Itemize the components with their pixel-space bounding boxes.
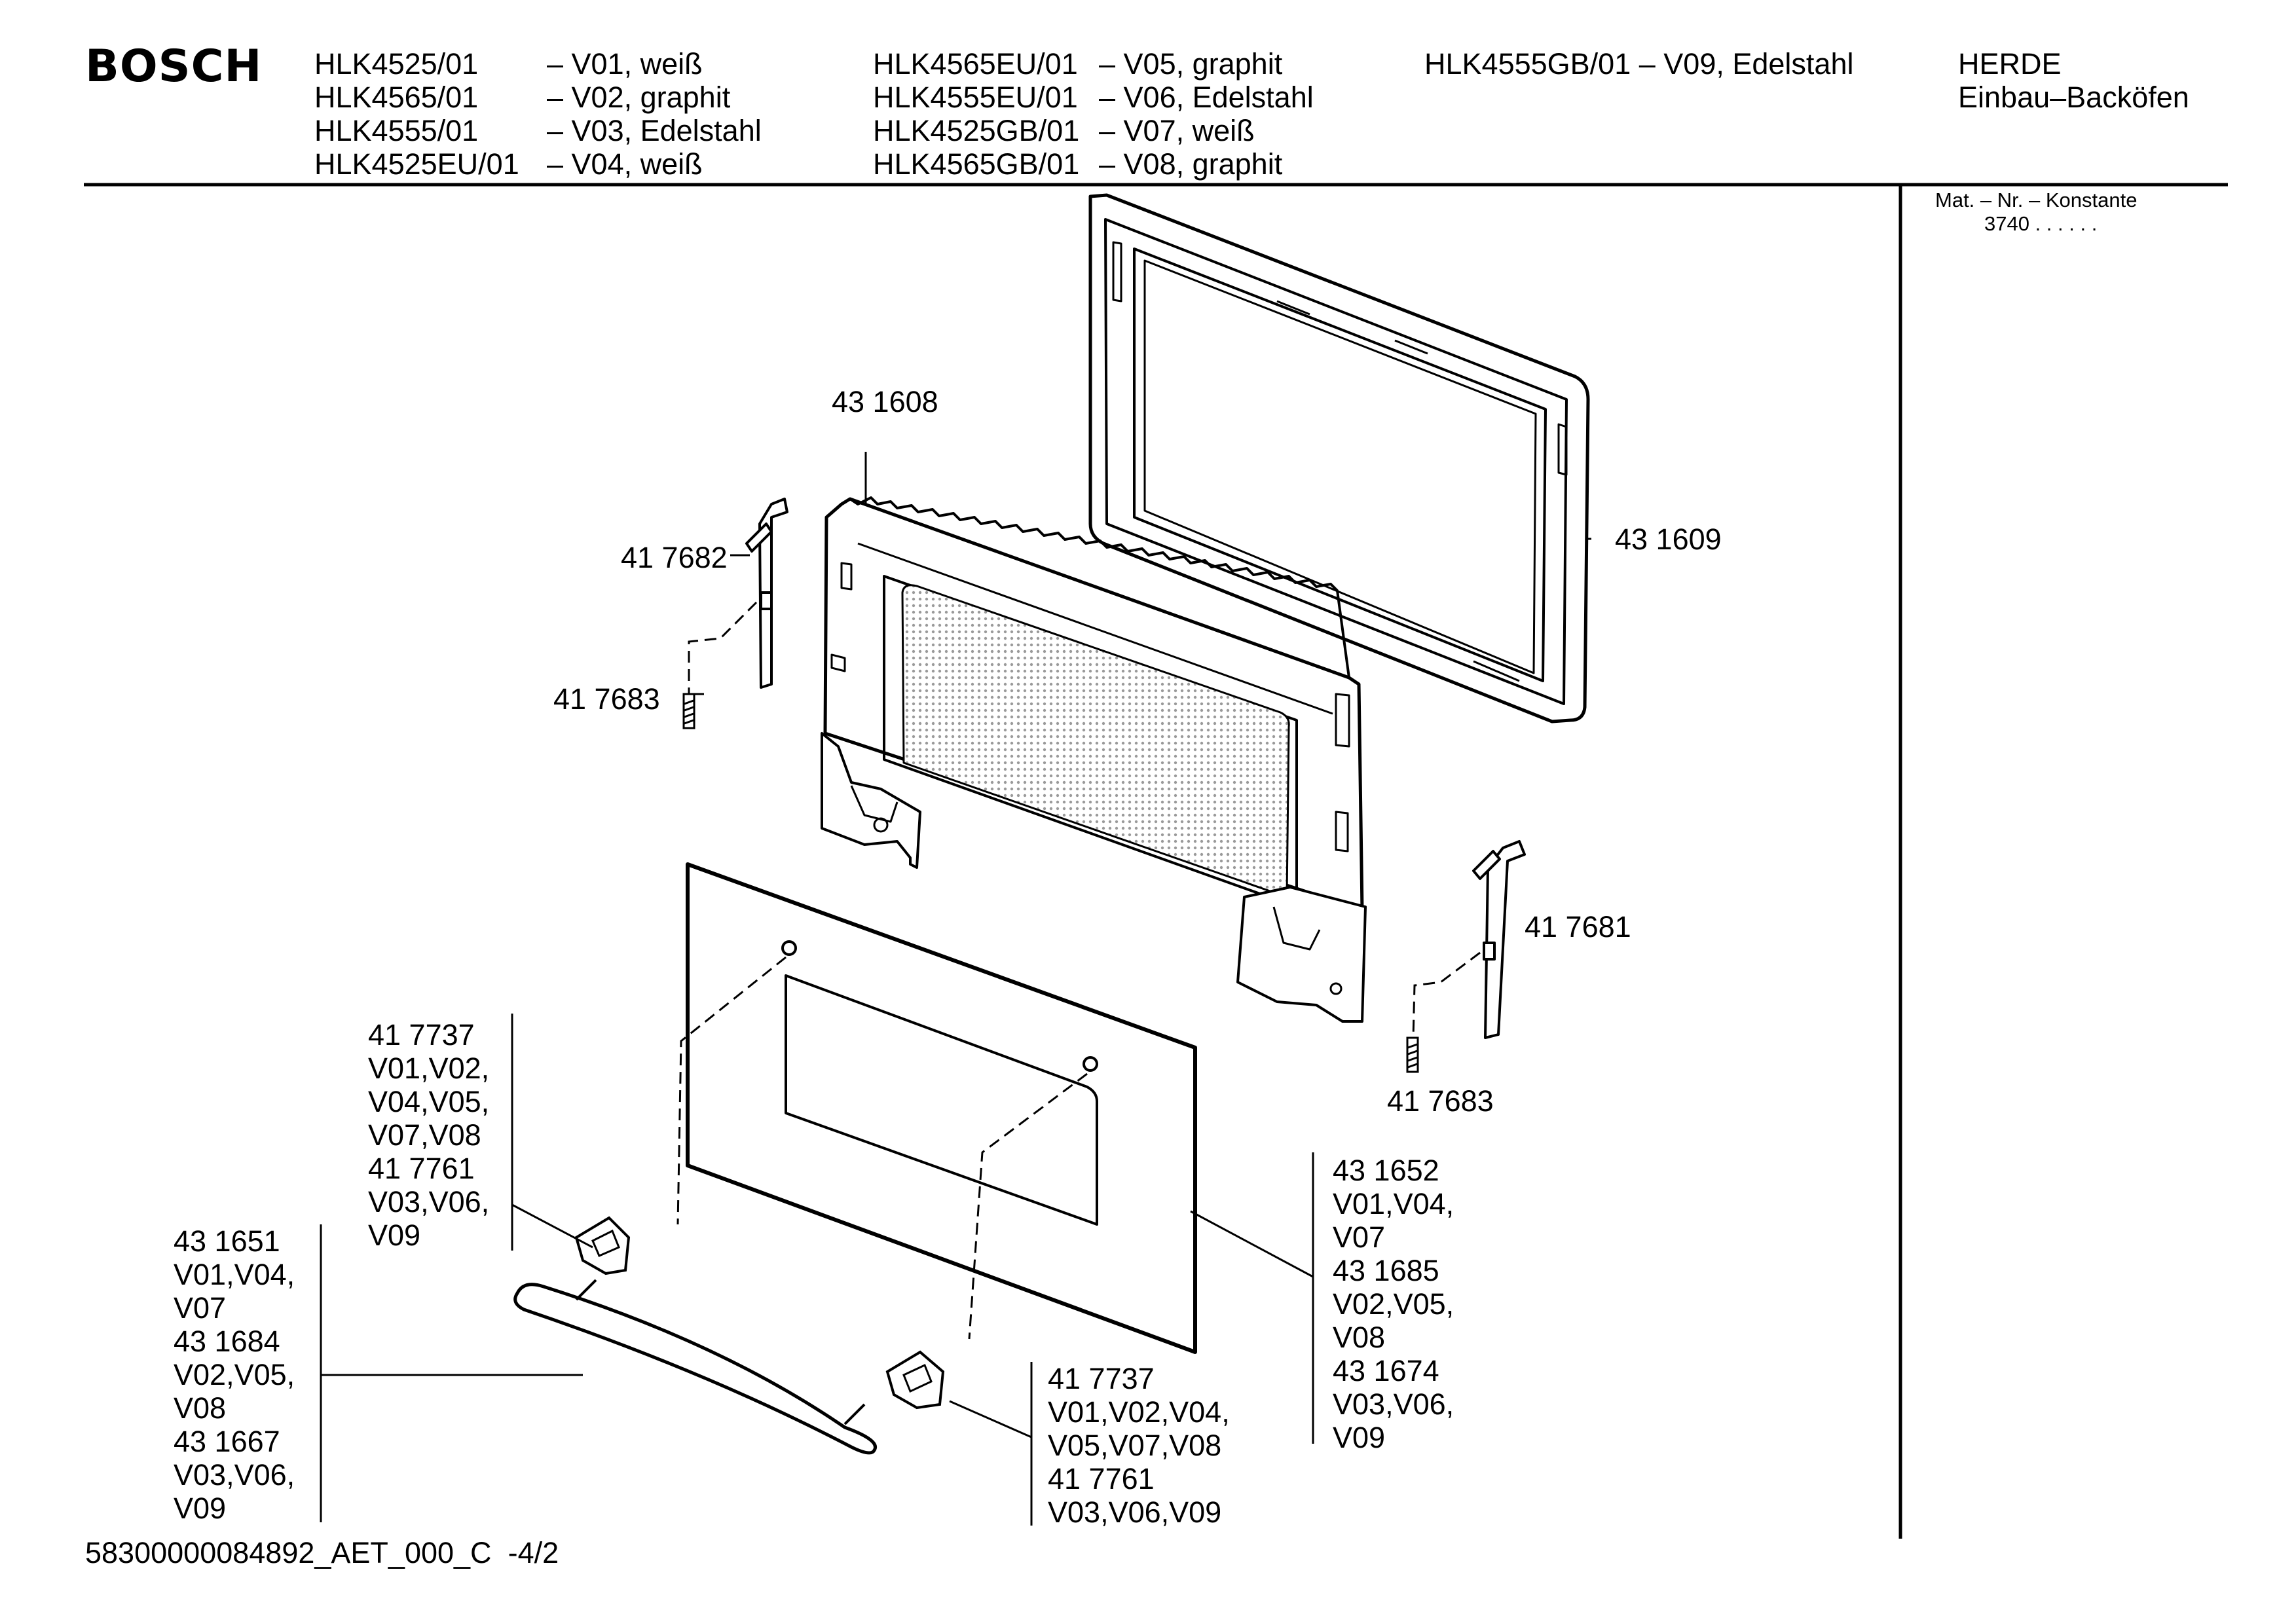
variant-codes: V08 (1333, 1321, 1386, 1354)
variant-codes: V03,V06, (174, 1458, 295, 1492)
category-block: HERDE Einbau–Backöfen (1958, 47, 2189, 114)
part-label-right-spring: 41 7683 (1387, 1084, 1494, 1118)
handle-cap-right-part (885, 1350, 945, 1410)
leader-dashed (1412, 951, 1481, 1038)
variant-label: – V01, weiß (547, 47, 703, 81)
variant-codes: V09 (1333, 1421, 1386, 1454)
right-hinge-part (1472, 840, 1526, 1039)
part-label-left-spring: 41 7683 (553, 682, 660, 716)
doc-id: 58300000084892_AET_000_C (85, 1536, 492, 1569)
variant-list-col2: – V05, graphit – V06, Edelstahl – V07, w… (1099, 47, 1314, 181)
model-code: HLK4525GB/01 (873, 114, 1080, 147)
model-code: HLK4525EU/01 (314, 147, 519, 181)
part-number: 43 1652 (1333, 1154, 1439, 1187)
variant-label: – V02, graphit (547, 81, 731, 114)
part-number: 43 1684 (174, 1325, 280, 1358)
page-number: -4/2 (508, 1536, 559, 1569)
part-label-inner-panel: 43 1608 (832, 385, 938, 418)
model-code: HLK4555EU/01 (873, 81, 1078, 114)
model-code: HLK4555/01 (314, 114, 479, 147)
variant-codes: V01,V02,V04, (1048, 1395, 1230, 1429)
variant-label: – V08, graphit (1099, 147, 1283, 181)
part-number: 41 7737 (368, 1018, 475, 1052)
variant-codes: V03,V06, (368, 1185, 490, 1218)
variant-codes: V05,V07,V08 (1048, 1429, 1222, 1462)
variant-codes: V01,V04, (174, 1258, 295, 1291)
variant-label: – V03, Edelstahl (547, 114, 762, 147)
part-label-cap-right: 41 7737 V01,V02,V04, V05,V07,V08 41 7761… (1048, 1362, 1230, 1529)
glass-panel-part (686, 862, 1197, 1354)
mat-nr-value: 3740 . . . . . . (1984, 212, 2098, 235)
handle-cap-left-part (574, 1216, 631, 1275)
model-code: HLK4565GB/01 (873, 147, 1080, 181)
right-spring-part (1406, 1036, 1419, 1073)
variant-codes: V04,V05, (368, 1085, 490, 1118)
model-code: HLK4555GB/01 (1424, 47, 1631, 81)
part-label-glass: 43 1652 V01,V04, V07 43 1685 V02,V05, V0… (1333, 1154, 1454, 1454)
inner-panel-part (821, 496, 1367, 1023)
variant-codes: V02,V05, (174, 1358, 295, 1391)
mat-nr-label: Mat. – Nr. – Konstante (1935, 189, 2138, 211)
left-spring-part (682, 693, 695, 729)
part-label-left-hinge: 41 7682 (621, 541, 728, 574)
variant-list-col1: – V01, weiß – V02, graphit – V03, Edelst… (547, 47, 762, 181)
part-number: 41 7737 (1048, 1362, 1155, 1395)
part-number: 41 7761 (368, 1152, 475, 1185)
variant-codes: V02,V05, (1333, 1287, 1454, 1321)
model-list-col3: HLK4555GB/01 – V09, Edelstahl (1424, 47, 1853, 81)
model-list-col1: HLK4525/01 HLK4565/01 HLK4555/01 HLK4525… (314, 47, 519, 181)
variant-label: – V09, Edelstahl (1639, 47, 1854, 81)
leader-dashed (676, 956, 787, 1225)
variant-codes: V07 (1333, 1220, 1386, 1254)
part-number: 43 1651 (174, 1224, 280, 1258)
brand-logo: BOSCH (85, 41, 263, 92)
category-title: HERDE (1958, 47, 2062, 81)
door-handle-part (513, 1279, 877, 1455)
variant-label: – V04, weiß (547, 147, 703, 181)
variant-codes: V07,V08 (368, 1118, 481, 1152)
variant-codes: V09 (174, 1492, 227, 1525)
variant-label: – V06, Edelstahl (1099, 81, 1314, 114)
model-code: HLK4565/01 (314, 81, 479, 114)
variant-codes: V03,V06,V09 (1048, 1495, 1222, 1529)
door-frame-part (1088, 193, 1590, 724)
leader-dashed (688, 601, 758, 694)
subcategory-title: Einbau–Backöfen (1958, 81, 2189, 114)
leader-dashed (968, 1072, 1088, 1340)
part-number: 43 1685 (1333, 1254, 1439, 1287)
variant-codes: V01,V02, (368, 1052, 490, 1085)
part-label-right-hinge: 41 7681 (1525, 910, 1631, 943)
variant-label: – V07, weiß (1099, 114, 1255, 147)
part-number: 43 1674 (1333, 1354, 1439, 1387)
variant-label: – V05, graphit (1099, 47, 1283, 81)
footer-doc-id: 58300000084892_AET_000_C -4/2 (85, 1536, 559, 1569)
part-number: 41 7761 (1048, 1462, 1155, 1495)
variant-codes: V08 (174, 1391, 227, 1425)
variant-codes: V07 (174, 1291, 227, 1325)
model-code: HLK4565EU/01 (873, 47, 1078, 81)
part-label-door-frame: 43 1609 (1615, 522, 1722, 556)
part-number: 43 1667 (174, 1425, 280, 1458)
variant-codes: V09 (368, 1218, 421, 1252)
model-list-col2: HLK4565EU/01 HLK4555EU/01 HLK4525GB/01 H… (873, 47, 1079, 181)
variant-codes: V01,V04, (1333, 1187, 1454, 1220)
model-code: HLK4525/01 (314, 47, 479, 81)
part-label-cap-left: 41 7737 V01,V02, V04,V05, V07,V08 41 776… (368, 1018, 489, 1252)
part-label-handle: 43 1651 V01,V04, V07 43 1684 V02,V05, V0… (174, 1224, 295, 1525)
leader-lines (320, 452, 1591, 1526)
variant-codes: V03,V06, (1333, 1387, 1454, 1421)
left-hinge-part (745, 498, 788, 689)
